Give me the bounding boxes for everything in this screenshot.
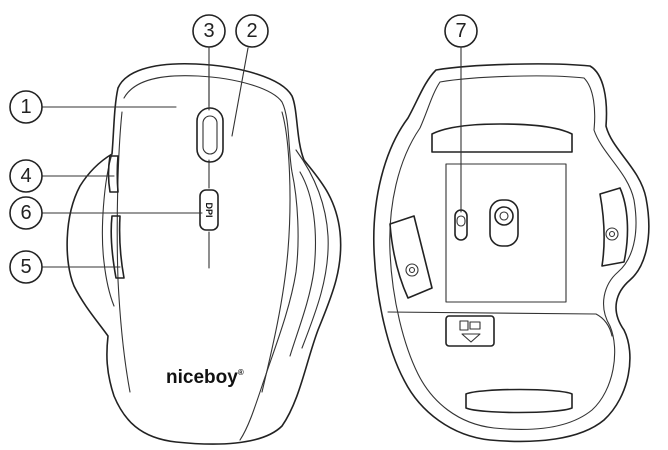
scroll-wheel-inner [202, 115, 218, 155]
glide-pad-right [599, 187, 629, 267]
bottom-inner-outline [389, 75, 637, 430]
top-shell-contour [123, 75, 299, 441]
callout-7: 7 [444, 14, 478, 48]
left-grip-inner [116, 111, 131, 393]
callout-1: 1 [9, 90, 43, 124]
receiver-slot[interactable] [445, 315, 495, 347]
callout-4-label: 4 [20, 165, 31, 187]
left-grip-outline [101, 153, 115, 307]
screw-right [605, 227, 619, 241]
sensor-panel [445, 163, 567, 303]
callout-3: 3 [192, 14, 226, 48]
optical-sensor [489, 199, 519, 247]
callout-2-label: 2 [246, 20, 257, 42]
power-switch[interactable] [454, 209, 468, 241]
power-switch-knob [456, 215, 466, 227]
scroll-wheel[interactable] [196, 107, 224, 163]
receiver-arrow-icon [461, 333, 481, 343]
dpi-label: DPI [204, 202, 214, 217]
callout-3-label: 3 [203, 20, 214, 42]
callout-5-label: 5 [20, 256, 31, 278]
right-contour-2 [289, 171, 316, 357]
glide-pad-top [431, 123, 573, 153]
right-contour-3 [261, 111, 291, 393]
side-button-forward[interactable] [107, 155, 119, 193]
glide-pad-left [389, 215, 433, 299]
sensor-lens [494, 206, 514, 226]
glide-pad-bottom [465, 388, 573, 414]
callout-4: 4 [9, 159, 43, 193]
screw-left-inner [408, 266, 416, 274]
battery-cover-line [387, 311, 613, 337]
brand-logo: niceboy® [166, 367, 244, 388]
callout-leaders [41, 47, 462, 268]
side-button-back[interactable] [110, 215, 125, 279]
callout-2: 2 [235, 14, 269, 48]
receiver-icon-plug [469, 321, 481, 330]
mouse-top-view: DPI niceboy® [66, 62, 342, 445]
sensor-lens-inner [499, 211, 509, 221]
screw-left [405, 263, 419, 277]
callout-5: 5 [9, 250, 43, 284]
callout-7-label: 7 [455, 20, 466, 42]
receiver-icon [459, 320, 469, 331]
top-body-outline [66, 62, 342, 445]
callout-6: 6 [9, 196, 43, 230]
mouse-bottom-view [372, 63, 650, 443]
bottom-body-outline [372, 63, 650, 443]
right-contour-1 [295, 149, 329, 349]
leader-2 [231, 47, 249, 137]
callout-6-label: 6 [20, 202, 31, 224]
callout-1-label: 1 [20, 96, 31, 118]
screw-right-inner [608, 230, 616, 238]
dpi-button[interactable] [199, 189, 219, 231]
